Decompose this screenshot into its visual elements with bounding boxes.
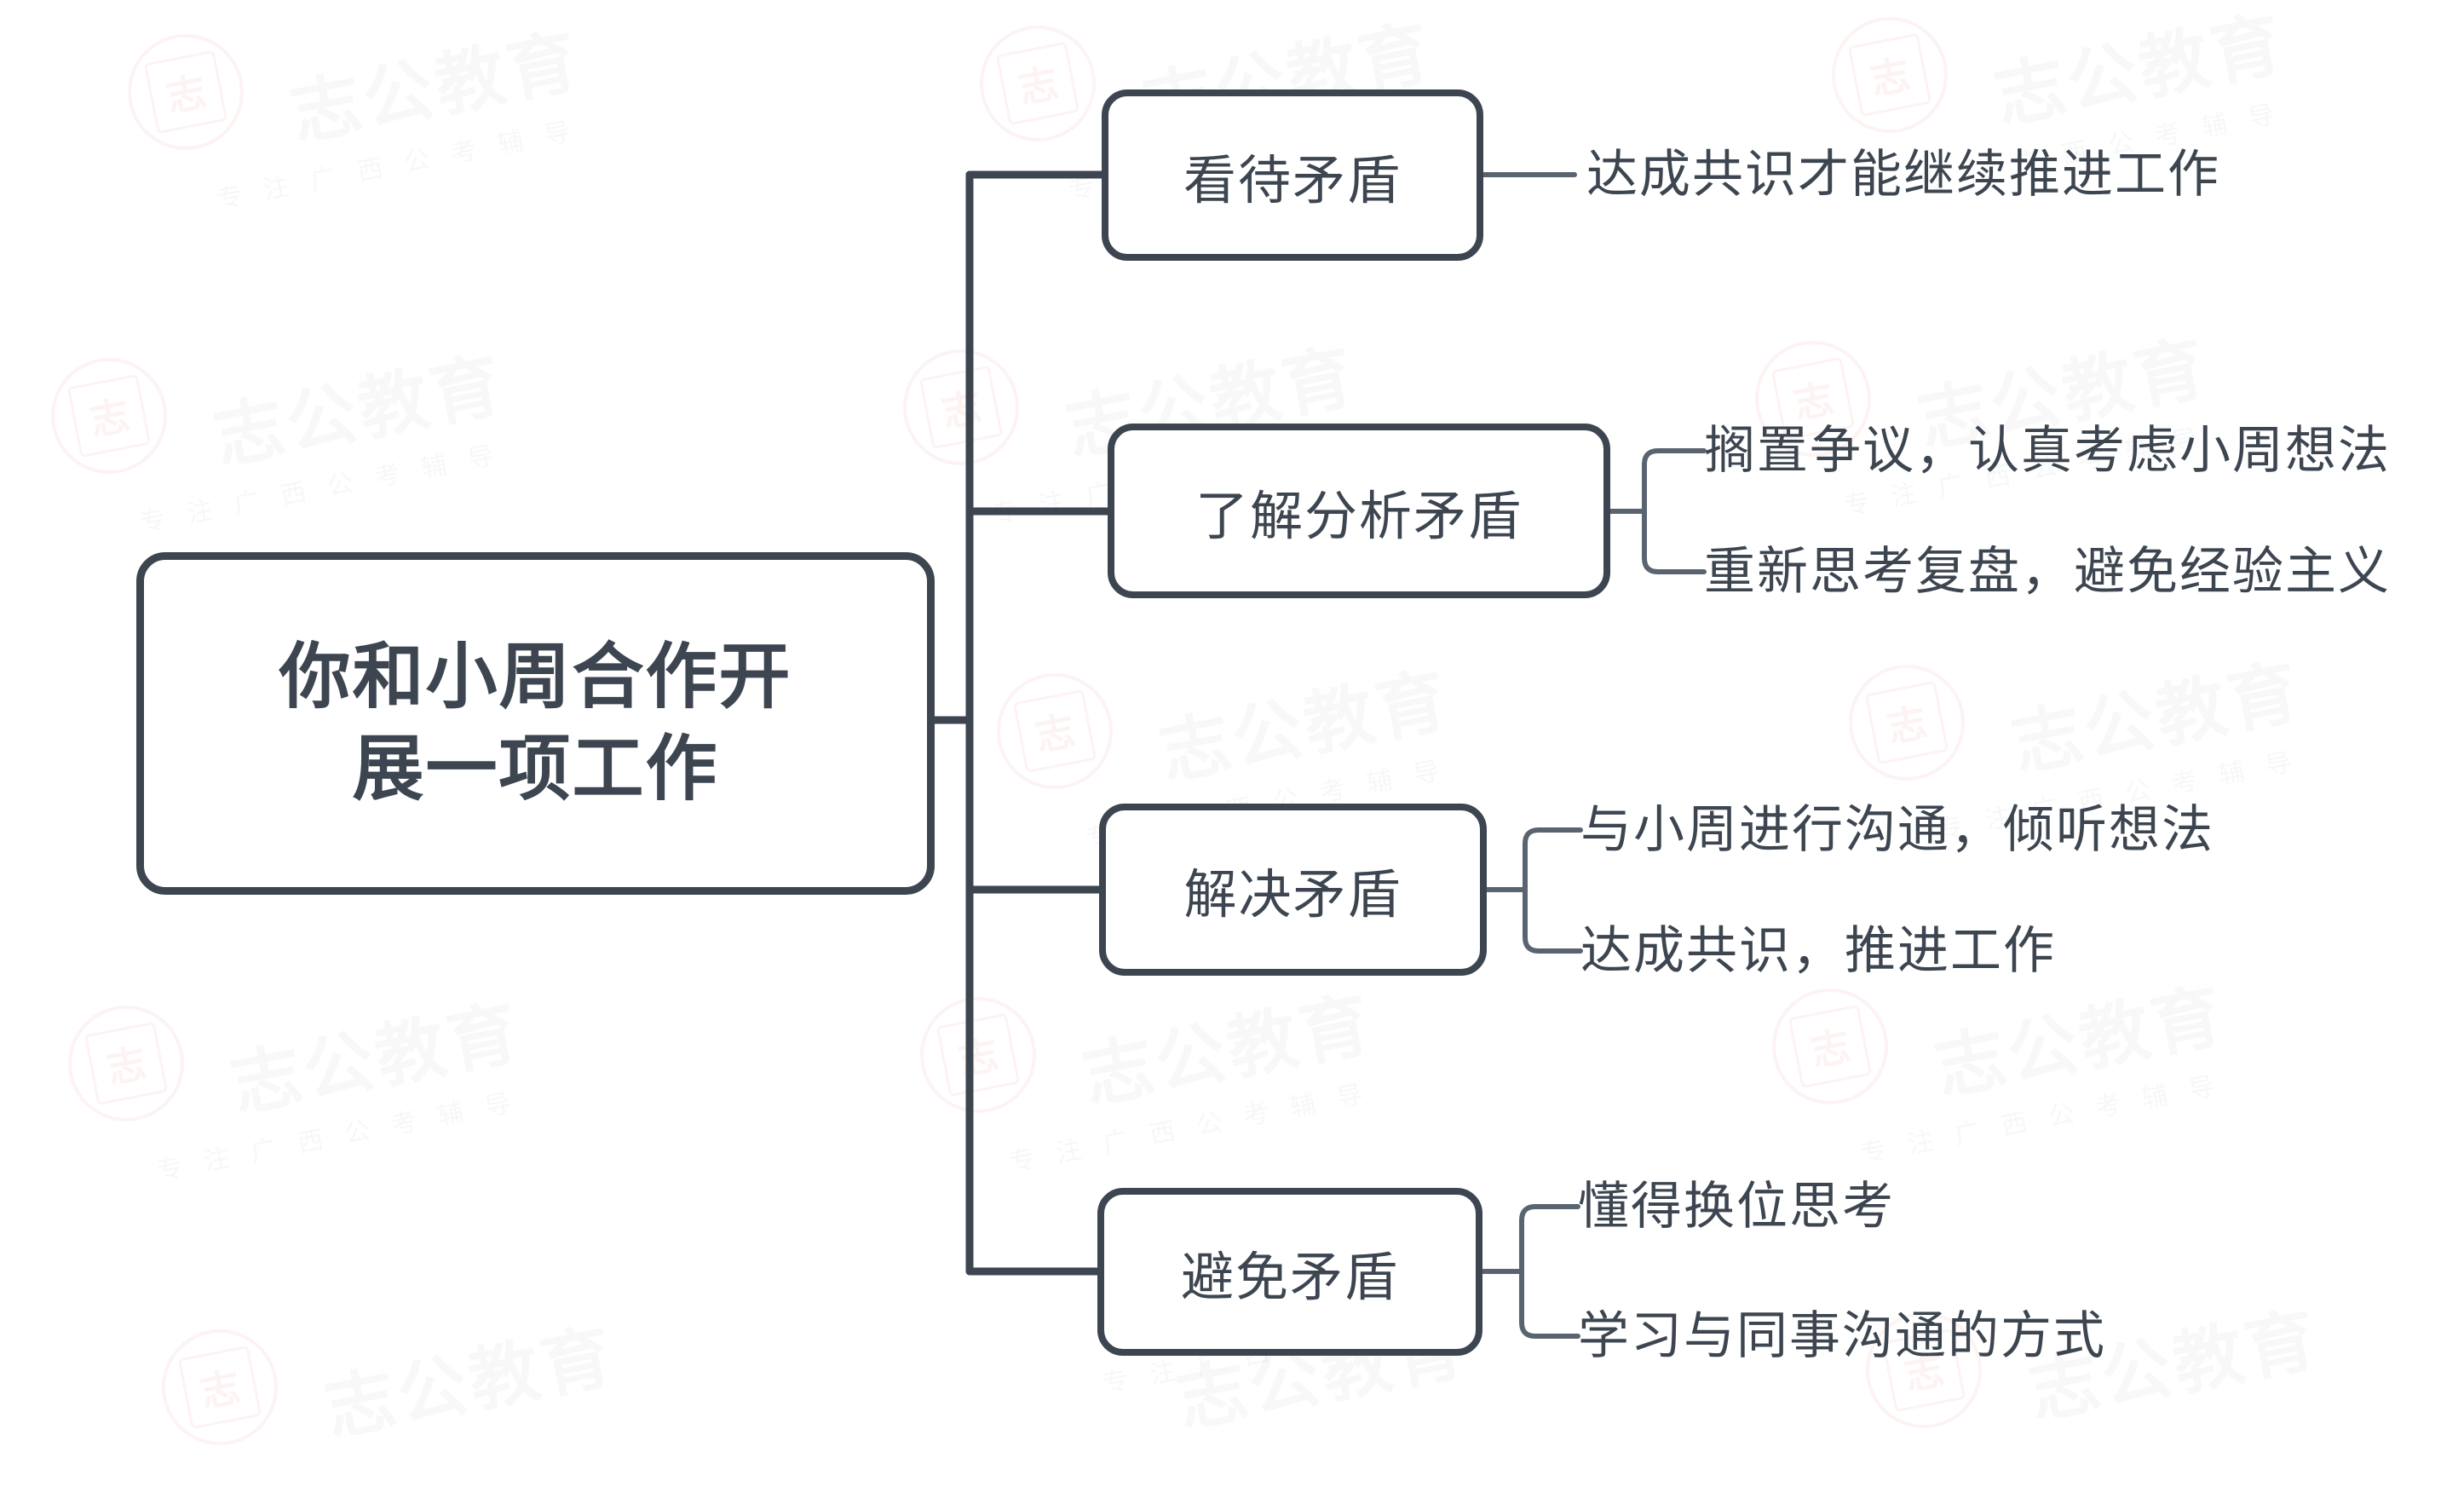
branch-node-4[interactable]: 避免矛盾: [1097, 1188, 1482, 1356]
root-node-label: 你和小周合作开 展一项工作: [279, 631, 792, 815]
branch-node-1[interactable]: 看待矛盾: [1102, 89, 1483, 261]
connector-branch-3-leaf-1: [1523, 827, 1583, 846]
leaf-label-b1-1[interactable]: 达成共识才能继续推进工作: [1586, 146, 2220, 203]
branch-node-2-label: 了解分析矛盾: [1195, 487, 1523, 546]
connector-branch-3-leaf-2: [1523, 935, 1583, 954]
leaf-label-b2-2[interactable]: 重新思考复盘，避免经验主义: [1704, 543, 2391, 600]
branch-node-4-label: 避免矛盾: [1180, 1248, 1399, 1307]
connector-branch-4-leaf-1: [1519, 1204, 1580, 1223]
leaf-label-b2-1[interactable]: 搁置争议，认真考虑小周想法: [1704, 422, 2391, 479]
branch-node-3[interactable]: 解决矛盾: [1099, 804, 1487, 976]
connector-branch-2-leaf-2: [1642, 556, 1707, 574]
leaf-label-b3-1[interactable]: 与小周进行沟通，倾听想法: [1580, 801, 2214, 858]
branch-node-1-label: 看待矛盾: [1183, 151, 1402, 210]
connector-branch-4-leaf-2: [1519, 1320, 1580, 1339]
leaf-label-b4-1[interactable]: 懂得换位思考: [1578, 1178, 1895, 1235]
connector-branch-2-leaf-1: [1642, 448, 1707, 467]
root-node[interactable]: 你和小周合作开 展一项工作: [136, 552, 935, 895]
leaf-label-b3-2[interactable]: 达成共识，推进工作: [1580, 922, 2056, 979]
branch-node-2[interactable]: 了解分析矛盾: [1108, 424, 1610, 598]
branch-node-3-label: 解决矛盾: [1183, 866, 1402, 925]
leaf-label-b4-2[interactable]: 学习与同事沟通的方式: [1578, 1307, 2106, 1364]
root-node-label-line-1: 你和小周合作开: [279, 637, 792, 718]
root-node-label-line-2: 展一项工作: [352, 729, 719, 809]
